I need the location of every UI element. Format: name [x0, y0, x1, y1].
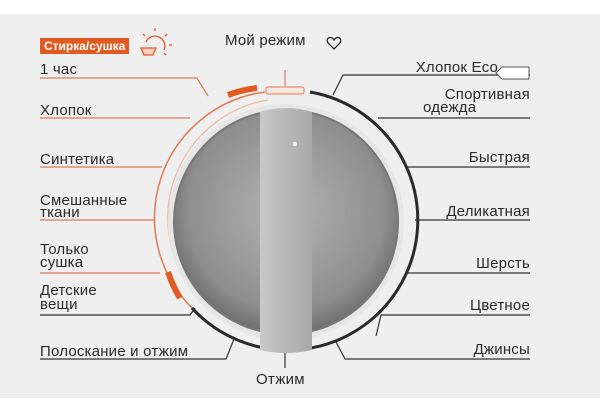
program-cotton[interactable]: Хлопок	[40, 102, 92, 119]
my-mode-label[interactable]: Мой режим	[225, 32, 306, 49]
knob-grip[interactable]	[260, 108, 312, 353]
sun-wash-icon	[140, 28, 172, 56]
program-delicate[interactable]: Деликатная	[446, 203, 530, 220]
program-cotton-eco[interactable]: Хлопок Eco	[415, 59, 498, 76]
left-leader-lines	[40, 77, 209, 274]
program-synthetics[interactable]: Синтетика	[40, 151, 115, 168]
program-1-hour[interactable]: 1 час	[40, 61, 78, 78]
my-mode-marker	[265, 86, 305, 95]
program-sportswear-line2[interactable]: одежда	[423, 99, 477, 116]
program-mixed-line2[interactable]: ткани	[40, 204, 80, 221]
program-sportswear-line1[interactable]: Спортивная	[444, 86, 530, 103]
knob-indicator	[293, 142, 297, 146]
leader-lines-dark	[40, 70, 530, 368]
program-dry-only-line1[interactable]: Только	[40, 241, 89, 258]
program-dry-only-line2[interactable]: сушка	[40, 254, 84, 271]
program-jeans[interactable]: Джинсы	[473, 341, 530, 358]
program-mixed-line1[interactable]: Смешанные	[40, 192, 128, 209]
heart-icon	[326, 36, 342, 50]
program-spin[interactable]: Отжим	[256, 371, 305, 388]
wash-dry-badge: Стирка/сушка	[40, 38, 130, 54]
program-arc	[190, 90, 420, 352]
dry-only-marker	[165, 271, 183, 300]
one-hour-marker	[226, 85, 258, 98]
eco-leaf-icon	[495, 66, 530, 80]
program-quick[interactable]: Быстрая	[468, 149, 530, 166]
program-baby-line1[interactable]: Детские	[40, 282, 97, 299]
program-rinse-spin[interactable]: Полоскание и отжим	[40, 343, 189, 360]
program-wool[interactable]: Шерсть	[476, 255, 530, 272]
program-colored[interactable]: Цветное	[470, 297, 530, 314]
program-baby-line2[interactable]: вещи	[40, 296, 78, 313]
